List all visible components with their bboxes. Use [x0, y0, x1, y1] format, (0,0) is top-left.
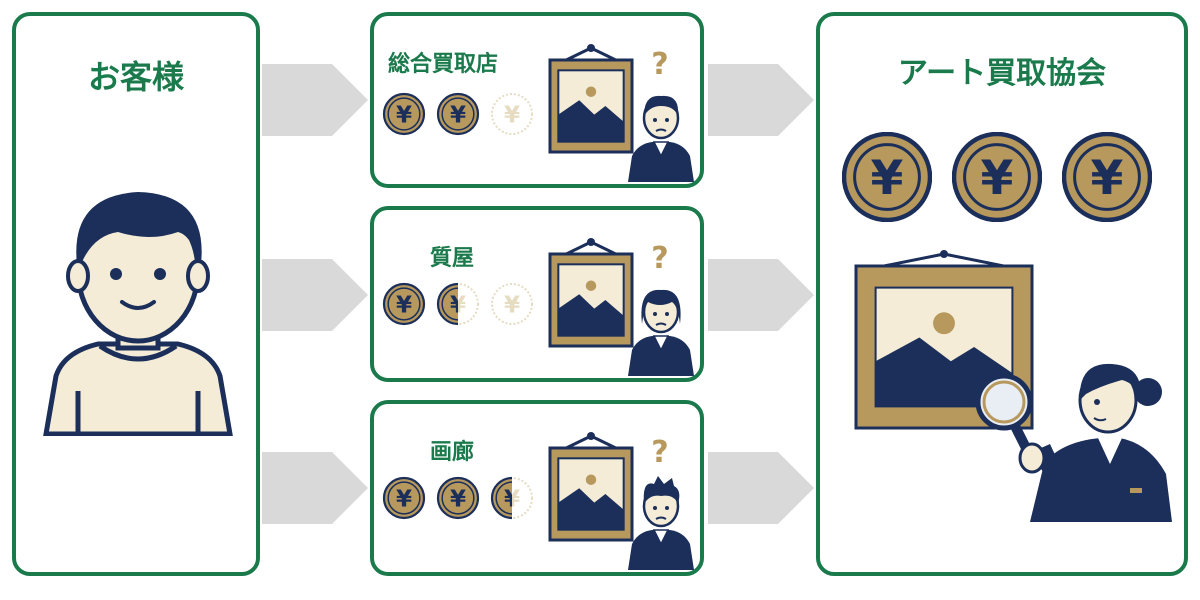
svg-text:¥: ¥	[450, 486, 466, 512]
svg-text:¥: ¥	[871, 151, 904, 206]
svg-text:¥: ¥	[396, 292, 412, 318]
shop-panel-general: 総合買取店 ¥¥¥¥¥ ?	[370, 12, 704, 188]
shop-clerk-gallery: ?	[624, 432, 698, 572]
confused-clerk-icon: ?	[628, 435, 694, 570]
shop-panel-pawn: 質屋 ¥¥¥¥¥ ?	[370, 206, 704, 382]
customer-person-icon	[43, 192, 233, 436]
shop-painting-general	[548, 42, 634, 156]
svg-text:¥: ¥	[504, 486, 520, 512]
svg-text:¥: ¥	[396, 486, 412, 512]
yen-coin-icon: ¥¥	[436, 476, 480, 520]
yen-coin-icon: ¥¥	[382, 92, 426, 136]
yen-coin-icon: ¥¥	[1062, 132, 1152, 222]
framed-painting-icon	[548, 238, 634, 348]
arrow-pawn-to-association	[708, 259, 814, 331]
svg-text:¥: ¥	[450, 292, 466, 318]
yen-coin-icon: ¥¥	[842, 132, 932, 222]
yen-coin-icon: ¥¥	[436, 92, 480, 136]
association-painting	[854, 248, 1034, 432]
association-appraiser	[970, 334, 1180, 524]
shop-clerk-pawn: ?	[624, 238, 698, 378]
svg-text:¥: ¥	[1091, 151, 1124, 206]
shop-coins-general: ¥¥¥¥¥	[382, 92, 534, 136]
customer-panel: お客様	[12, 12, 260, 576]
association-panel: アート買取協会 ¥¥¥¥¥¥	[816, 12, 1188, 576]
shop-painting-pawn	[548, 236, 634, 350]
arrow-customer-to-general	[262, 64, 368, 136]
shop-title-gallery: 画廊	[430, 440, 475, 465]
svg-text:¥: ¥	[981, 151, 1014, 206]
shop-title-pawn: 質屋	[430, 246, 475, 271]
framed-painting-icon	[548, 44, 634, 154]
yen-coin-icon: ¥¥	[382, 476, 426, 520]
shop-coins-pawn: ¥¥¥¥¥	[382, 282, 534, 326]
arrow-general-to-association	[708, 64, 814, 136]
svg-text:¥: ¥	[504, 102, 520, 128]
yen-coin-icon: ¥¥	[490, 476, 533, 520]
appraiser-icon	[975, 363, 1172, 522]
yen-coin-icon: ¥¥	[952, 132, 1042, 222]
framed-painting-icon	[854, 250, 1034, 430]
yen-coin-icon: ¥	[491, 93, 533, 135]
shop-panel-gallery: 画廊 ¥¥¥¥¥¥ ?	[370, 400, 704, 576]
arrow-gallery-to-association	[708, 452, 814, 524]
yen-coin-icon: ¥¥	[436, 282, 479, 326]
framed-painting-icon	[548, 432, 634, 542]
confused-clerk-icon: ?	[628, 47, 694, 182]
arrow-customer-to-gallery	[262, 452, 368, 524]
association-title: アート買取協会	[897, 56, 1107, 91]
question-mark-icon: ?	[651, 435, 668, 470]
question-mark-icon: ?	[651, 47, 668, 82]
association-coins: ¥¥¥¥¥¥	[842, 132, 1152, 222]
shop-painting-gallery	[548, 430, 634, 544]
yen-coin-icon: ¥¥	[382, 282, 426, 326]
question-mark-icon: ?	[651, 241, 668, 276]
shop-coins-gallery: ¥¥¥¥¥¥	[382, 476, 534, 520]
shop-clerk-general: ?	[624, 44, 698, 184]
svg-text:¥: ¥	[504, 292, 520, 318]
arrow-customer-to-pawn	[262, 259, 368, 331]
shop-title-general: 総合買取店	[388, 52, 499, 77]
svg-text:¥: ¥	[396, 102, 412, 128]
svg-text:¥: ¥	[450, 102, 466, 128]
confused-clerk-icon: ?	[628, 241, 694, 376]
yen-coin-icon: ¥	[491, 283, 533, 325]
customer-title: お客様	[87, 58, 184, 96]
